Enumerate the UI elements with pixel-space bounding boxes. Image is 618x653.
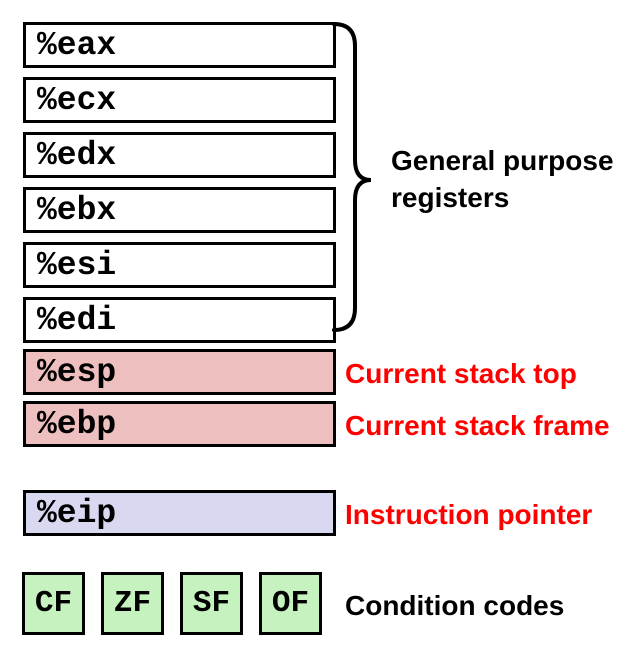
register-box-eax: %eax [23, 22, 336, 68]
register-box-edi: %edi [23, 297, 336, 343]
flag-box-cf: CF [22, 572, 85, 635]
register-label-edx: %edx [37, 136, 117, 174]
register-label-eip: %eip [37, 494, 117, 532]
esp-caption: Current stack top [345, 358, 577, 389]
register-box-eip: %eip [23, 490, 336, 536]
flag-label-zf: ZF [113, 586, 152, 621]
curly-brace-icon [332, 22, 372, 332]
eip-caption: Instruction pointer [345, 499, 593, 530]
ebp-caption: Current stack frame [345, 410, 610, 441]
register-box-esi: %esi [23, 242, 336, 288]
register-box-esp: %esp [23, 349, 336, 395]
general-purpose-caption-line2: registers [391, 182, 510, 213]
register-box-edx: %edx [23, 132, 336, 178]
register-label-ebp: %ebp [37, 405, 117, 443]
flag-label-of: OF [271, 586, 310, 621]
flag-label-cf: CF [34, 586, 73, 621]
register-label-esi: %esi [37, 246, 117, 284]
register-box-ebx: %ebx [23, 187, 336, 233]
flag-box-of: OF [259, 572, 322, 635]
register-box-ecx: %ecx [23, 77, 336, 123]
condition-codes-caption: Condition codes [345, 590, 565, 621]
flag-label-sf: SF [192, 586, 231, 621]
register-label-esp: %esp [37, 353, 117, 391]
register-label-edi: %edi [37, 301, 117, 339]
flag-box-sf: SF [180, 572, 243, 635]
general-purpose-caption: General purpose registers [391, 142, 614, 216]
register-label-ecx: %ecx [37, 81, 117, 119]
flag-box-zf: ZF [101, 572, 164, 635]
general-purpose-caption-line1: General purpose [391, 145, 614, 176]
register-label-eax: %eax [37, 26, 117, 64]
register-box-ebp: %ebp [23, 401, 336, 447]
register-label-ebx: %ebx [37, 191, 117, 229]
